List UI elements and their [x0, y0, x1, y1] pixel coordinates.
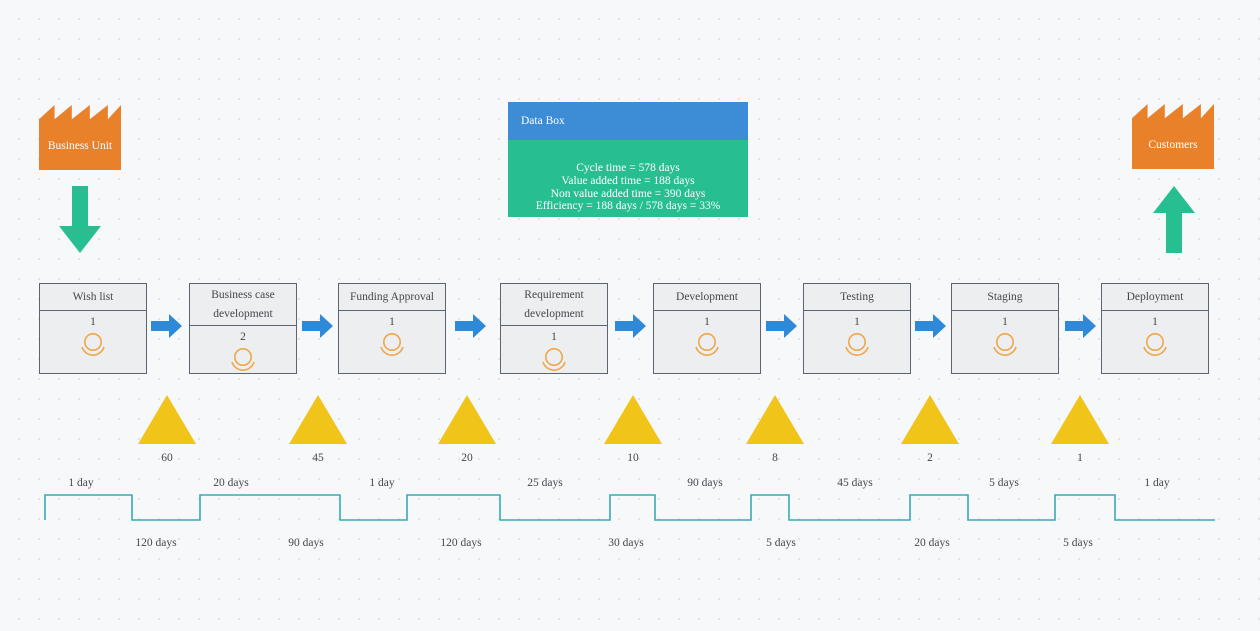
inventory-triangle-icon	[746, 395, 804, 444]
process-box-business-case-development[interactable]: Business case development 2	[189, 283, 297, 374]
process-body: 1	[804, 311, 910, 373]
timeline-nva-label: 5 days	[766, 537, 796, 549]
process-title: Wish list	[40, 284, 146, 311]
data-box-header: Data Box	[508, 102, 748, 140]
timeline-nva-label: 30 days	[608, 537, 644, 549]
timeline-va-label: 5 days	[989, 477, 1019, 489]
inventory-node[interactable]: 2	[901, 395, 959, 464]
inventory-triangle-icon	[604, 395, 662, 444]
inventory-node[interactable]: 45	[289, 395, 347, 464]
inventory-node[interactable]: 60	[138, 395, 196, 464]
supplier-label: Business Unit	[47, 139, 113, 152]
process-count: 1	[389, 316, 395, 328]
data-box-line-efficiency: Efficiency = 188 days / 578 days = 33%	[535, 200, 721, 213]
process-count: 1	[704, 316, 710, 328]
timeline-va-label: 1 day	[1144, 477, 1170, 489]
inventory-value: 20	[461, 452, 473, 464]
inventory-triangle-icon	[901, 395, 959, 444]
process-body: 1	[952, 311, 1058, 373]
timeline-va-label: 90 days	[687, 477, 723, 489]
inventory-value: 1	[1077, 452, 1083, 464]
customer-node[interactable]: Customers	[1132, 104, 1214, 169]
operator-icon	[691, 332, 723, 358]
process-title: Staging	[952, 284, 1058, 311]
process-count: 1	[1152, 316, 1158, 328]
process-title: Deployment	[1102, 284, 1208, 311]
timeline-va-label: 25 days	[527, 477, 563, 489]
process-box-funding-approval[interactable]: Funding Approval 1	[338, 283, 446, 374]
push-arrow-icon	[1065, 313, 1097, 339]
operator-icon	[989, 332, 1021, 358]
process-box-wish-list[interactable]: Wish list 1	[39, 283, 147, 374]
timeline-nva-label: 90 days	[288, 537, 324, 549]
inventory-value: 60	[161, 452, 173, 464]
timeline-nva-label: 120 days	[440, 537, 482, 549]
process-box-requirement-development[interactable]: Requirement development 1	[500, 283, 608, 374]
process-title: Development	[654, 284, 760, 311]
process-body: 1	[654, 311, 760, 373]
timeline-nva-label: 120 days	[135, 537, 177, 549]
timeline-nva-label: 5 days	[1063, 537, 1093, 549]
push-arrow-icon	[302, 313, 334, 339]
process-count: 1	[854, 316, 860, 328]
operator-icon	[1139, 332, 1171, 358]
process-title: Funding Approval	[339, 284, 445, 311]
inventory-value: 8	[772, 452, 778, 464]
inventory-node[interactable]: 1	[1051, 395, 1109, 464]
timeline-va-label: 1 day	[369, 477, 395, 489]
data-box-line-value-added: Value added time = 188 days	[561, 174, 695, 187]
operator-icon	[376, 332, 408, 358]
factory-icon: Customers	[1132, 104, 1214, 169]
timeline-va-label: 20 days	[213, 477, 249, 489]
process-box-staging[interactable]: Staging 1	[951, 283, 1059, 374]
data-box-body: Cycle time = 578 days Value added time =…	[508, 140, 748, 213]
customer-label: Customers	[1148, 138, 1198, 151]
data-box-title: Data Box	[521, 115, 565, 127]
data-box[interactable]: Data Box Cycle time = 578 days Value add…	[508, 102, 748, 217]
data-box-line-non-value-added: Non value added time = 390 days	[550, 187, 706, 200]
process-box-testing[interactable]: Testing 1	[803, 283, 911, 374]
process-body: 1	[1102, 311, 1208, 373]
timeline-nva-label: 20 days	[914, 537, 950, 549]
inventory-value: 10	[627, 452, 639, 464]
process-count: 1	[551, 331, 557, 343]
process-count: 2	[240, 331, 246, 343]
arrow-up-icon	[1152, 186, 1196, 254]
inventory-triangle-icon	[289, 395, 347, 444]
push-arrow-icon	[615, 313, 647, 339]
process-box-development[interactable]: Development 1	[653, 283, 761, 374]
inventory-triangle-icon	[138, 395, 196, 444]
inventory-node[interactable]: 10	[604, 395, 662, 464]
process-body: 1	[501, 326, 607, 373]
inventory-value: 45	[312, 452, 324, 464]
timeline-va-label: 45 days	[837, 477, 873, 489]
data-box-line-cycle-time: Cycle time = 578 days	[576, 162, 680, 174]
inventory-node[interactable]: 20	[438, 395, 496, 464]
timeline-va-label: 1 day	[68, 477, 94, 489]
process-body: 1	[339, 311, 445, 373]
inventory-value: 2	[927, 452, 933, 464]
arrow-down-icon	[58, 186, 102, 254]
operator-icon	[77, 332, 109, 358]
operator-icon	[227, 347, 259, 373]
operator-icon	[538, 347, 570, 373]
push-arrow-icon	[455, 313, 487, 339]
process-body: 1	[40, 311, 146, 373]
supplier-node[interactable]: Business Unit	[39, 105, 121, 170]
inventory-node[interactable]: 8	[746, 395, 804, 464]
operator-icon	[841, 332, 873, 358]
push-arrow-icon	[151, 313, 183, 339]
inventory-triangle-icon	[1051, 395, 1109, 444]
process-count: 1	[90, 316, 96, 328]
process-count: 1	[1002, 316, 1008, 328]
process-box-deployment[interactable]: Deployment 1	[1101, 283, 1209, 374]
process-title: Testing	[804, 284, 910, 311]
process-title: Requirement development	[501, 284, 607, 326]
push-arrow-icon	[766, 313, 798, 339]
push-arrow-icon	[915, 313, 947, 339]
process-title: Business case development	[190, 284, 296, 326]
factory-icon: Business Unit	[39, 105, 121, 170]
inventory-triangle-icon	[438, 395, 496, 444]
process-body: 2	[190, 326, 296, 373]
